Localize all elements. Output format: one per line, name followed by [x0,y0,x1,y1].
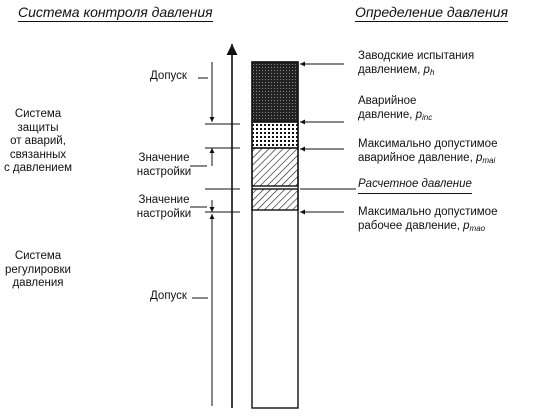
setting-1-label: Значение настройки [134,152,194,179]
protection-system-line-3: от аварий, [10,135,66,147]
setting-2-label: Значение настройки [134,194,194,221]
tolerance-top-label: Допуск [150,70,187,82]
regulation-system-line-1: Система [14,250,62,262]
protection-system-line-1: Система [14,108,62,120]
emergency-line-2: давление, [358,108,416,121]
header-pressure-definition: Определение давления [355,4,508,22]
max-emergency-line-2: аварийное давление, [358,151,476,164]
header-pressure-control-system: Система контроля давления [18,4,213,22]
max-operating-symbol: p [463,219,470,232]
max-emergency-zone [251,147,299,187]
emergency-line-1: Аварийное [358,95,417,107]
max-emergency-subscript: mai [482,155,496,165]
regulation-system-line-3: давления [12,277,64,289]
setting-2-line-2: настройки [136,207,192,220]
setting-2-line-1: Значение [138,194,190,206]
emergency-zone [251,121,299,149]
factory-test-line-2: давлением, [358,63,424,76]
factory-test-zone [251,61,299,123]
emergency-label: Аварийное давление, pinc [358,95,432,124]
setting-1-line-2: настройки [136,165,192,178]
max-operating-label: Максимально допустимое рабочее давление,… [358,206,497,235]
emergency-symbol: p [415,108,423,121]
max-emergency-label: Максимально допустимое аварийное давлени… [358,138,497,167]
setting-1-line-1: Значение [138,152,190,164]
factory-test-symbol: p [423,63,430,76]
protection-system-line-4: связанных [9,148,67,161]
design-pressure-label: Расчетное давление [358,178,472,194]
max-operating-line-1: Максимально допустимое [358,206,498,218]
design-zone [251,188,299,211]
emergency-subscript: inc [422,112,433,122]
protection-system-label: Система защиты от аварий, связанных с да… [2,108,74,176]
max-operating-line-2: рабочее давление, [358,219,464,232]
regulation-system-line-2: регулировки [5,263,71,276]
factory-test-label: Заводские испытания давлением, ph [358,50,474,79]
factory-test-subscript: h [429,67,435,77]
protection-system-line-2: защиты [17,121,59,134]
tolerance-bottom-label: Допуск [150,290,187,302]
protection-system-line-5: с давлением [3,162,73,174]
max-emergency-line-1: Максимально допустимое [358,138,498,150]
factory-test-line-1: Заводские испытания [358,50,475,62]
max-operating-subscript: mao [469,223,486,233]
max-emergency-symbol: p [475,151,483,164]
regulation-system-label: Система регулировки давления [0,250,76,291]
